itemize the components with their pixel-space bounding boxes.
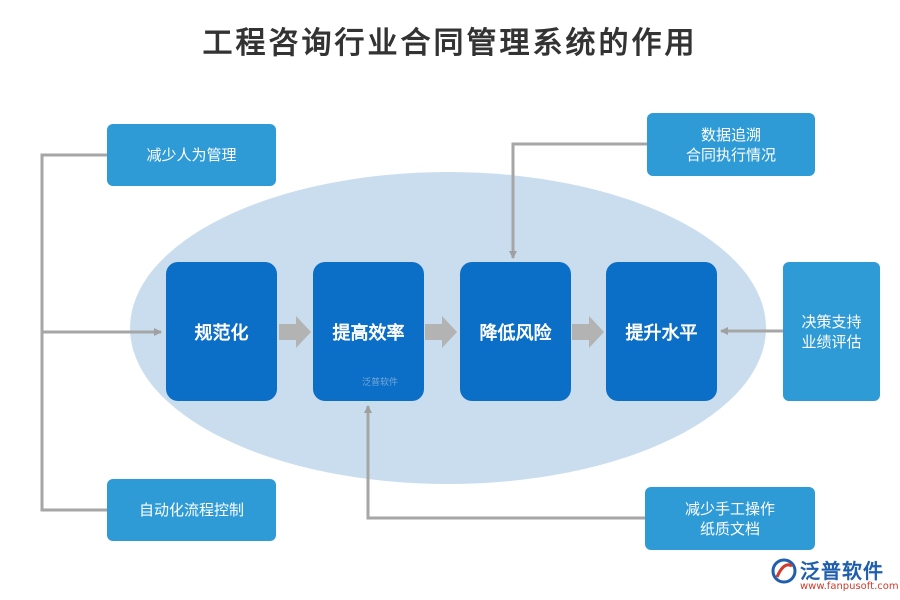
box-reduce-manual-ops: 减少手工操作 纸质文档 [645,487,815,550]
manual-arrow [364,405,645,520]
flow-arrow-2 [425,316,457,348]
box-label-line2: 纸质文档 [699,519,760,538]
box-label: 减少人为管理 [146,146,237,164]
brand-logo: 泛普软件 www.fanpusoft.com [770,553,899,597]
box-label-line1: 数据追溯 [700,125,761,144]
flow-arrow-1 [279,316,311,348]
step-reduce-risk: 降低风险 [460,262,571,401]
box-label-line1: 决策支持 [801,312,862,331]
step-standardize: 规范化 [166,262,277,401]
step-efficiency: 提高效率 [313,262,424,401]
box-label-line1: 减少手工操作 [684,499,775,518]
box-auto-process-control: 自动化流程控制 [107,479,276,541]
logo-icon [771,558,797,584]
box-label-line2: 业绩评估 [801,332,862,351]
logo-url: www.fanpusoft.com [800,581,899,592]
page-title: 工程咨询行业合同管理系统的作用 [202,26,698,61]
box-decision-support: 决策支持 业绩评估 [783,262,880,401]
flow-arrow-3 [572,316,604,348]
watermark-text: 泛普软件 [362,378,399,388]
box-label-line2: 合同执行情况 [685,145,776,164]
box-reduce-manual-management: 减少人为管理 [107,124,276,186]
logo-name: 泛普软件 [800,559,884,583]
data-trace-arrow [509,142,647,259]
step-improve-level: 提升水平 [606,262,717,401]
box-label: 自动化流程控制 [138,501,244,519]
box-data-trace: 数据追溯 合同执行情况 [647,113,815,176]
